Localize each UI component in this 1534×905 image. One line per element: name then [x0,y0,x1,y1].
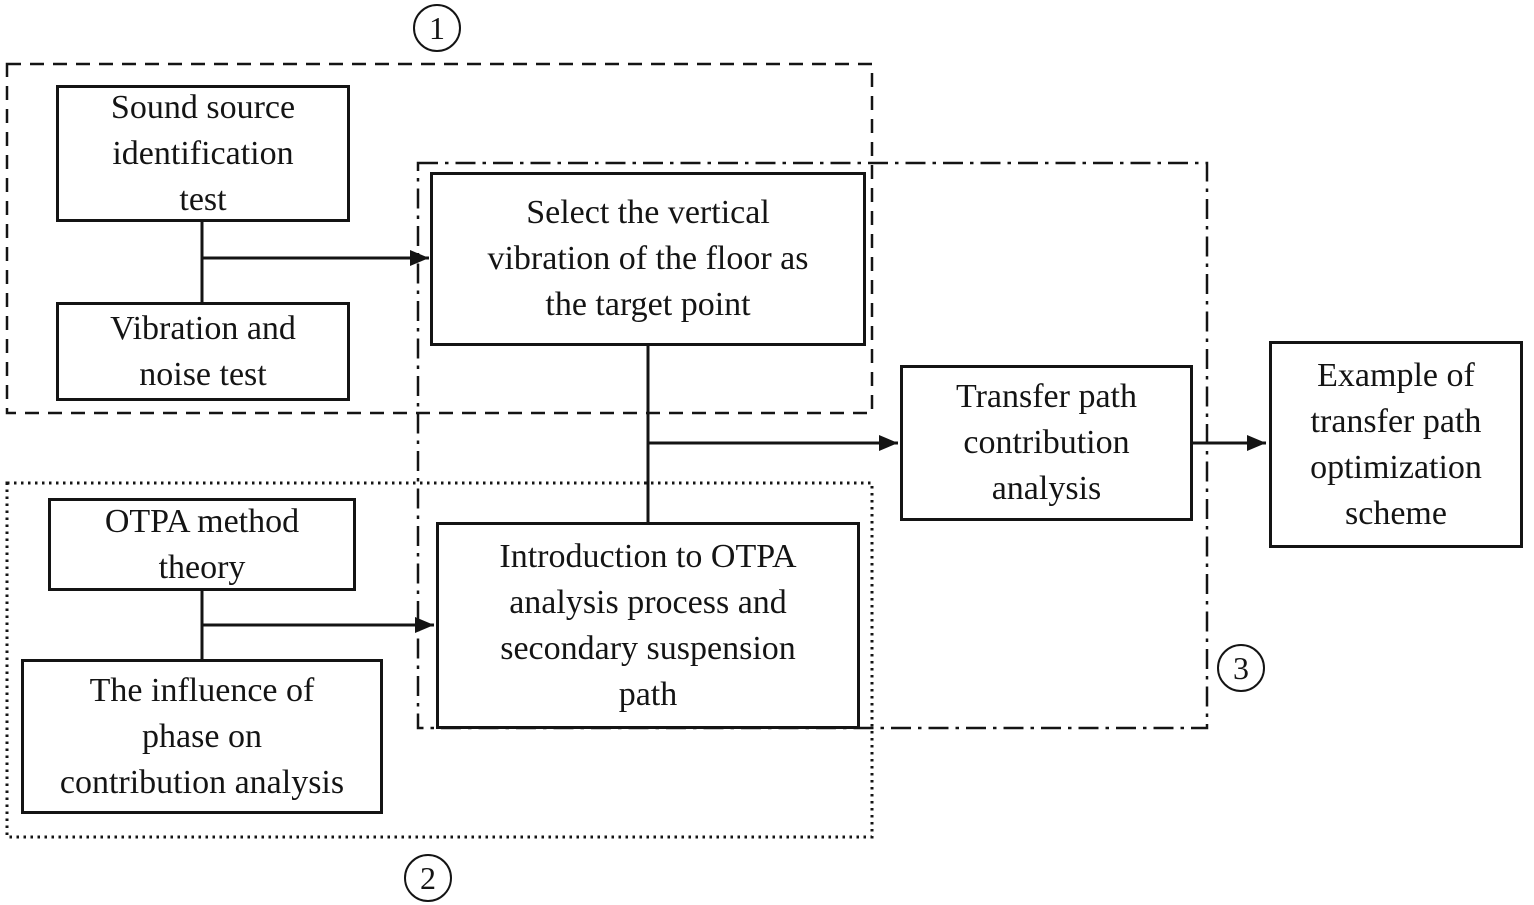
step-badge-1: 1 [413,4,461,52]
step-badge-3: 3 [1217,644,1265,692]
step-badge-2: 2 [404,854,452,902]
node-select-vertical-vibration-target: Select the vertical vibration of the flo… [430,172,866,346]
node-phase-influence-contribution: The influence of phase on contribution a… [21,659,383,814]
node-sound-source-identification-test: Sound source identification test [56,85,350,222]
group-frame-test [5,62,874,415]
node-transfer-path-contribution-analysis: Transfer path contribution analysis [900,365,1193,521]
group-frame-theory [5,481,874,839]
node-otpa-method-theory: OTPA method theory [48,498,356,591]
node-transfer-path-optimization-example: Example of transfer path optimization sc… [1269,341,1523,548]
node-vibration-and-noise-test: Vibration and noise test [56,302,350,401]
node-otpa-analysis-process-intro: Introduction to OTPA analysis process an… [436,522,860,729]
group-frame-analysis [416,161,1209,730]
